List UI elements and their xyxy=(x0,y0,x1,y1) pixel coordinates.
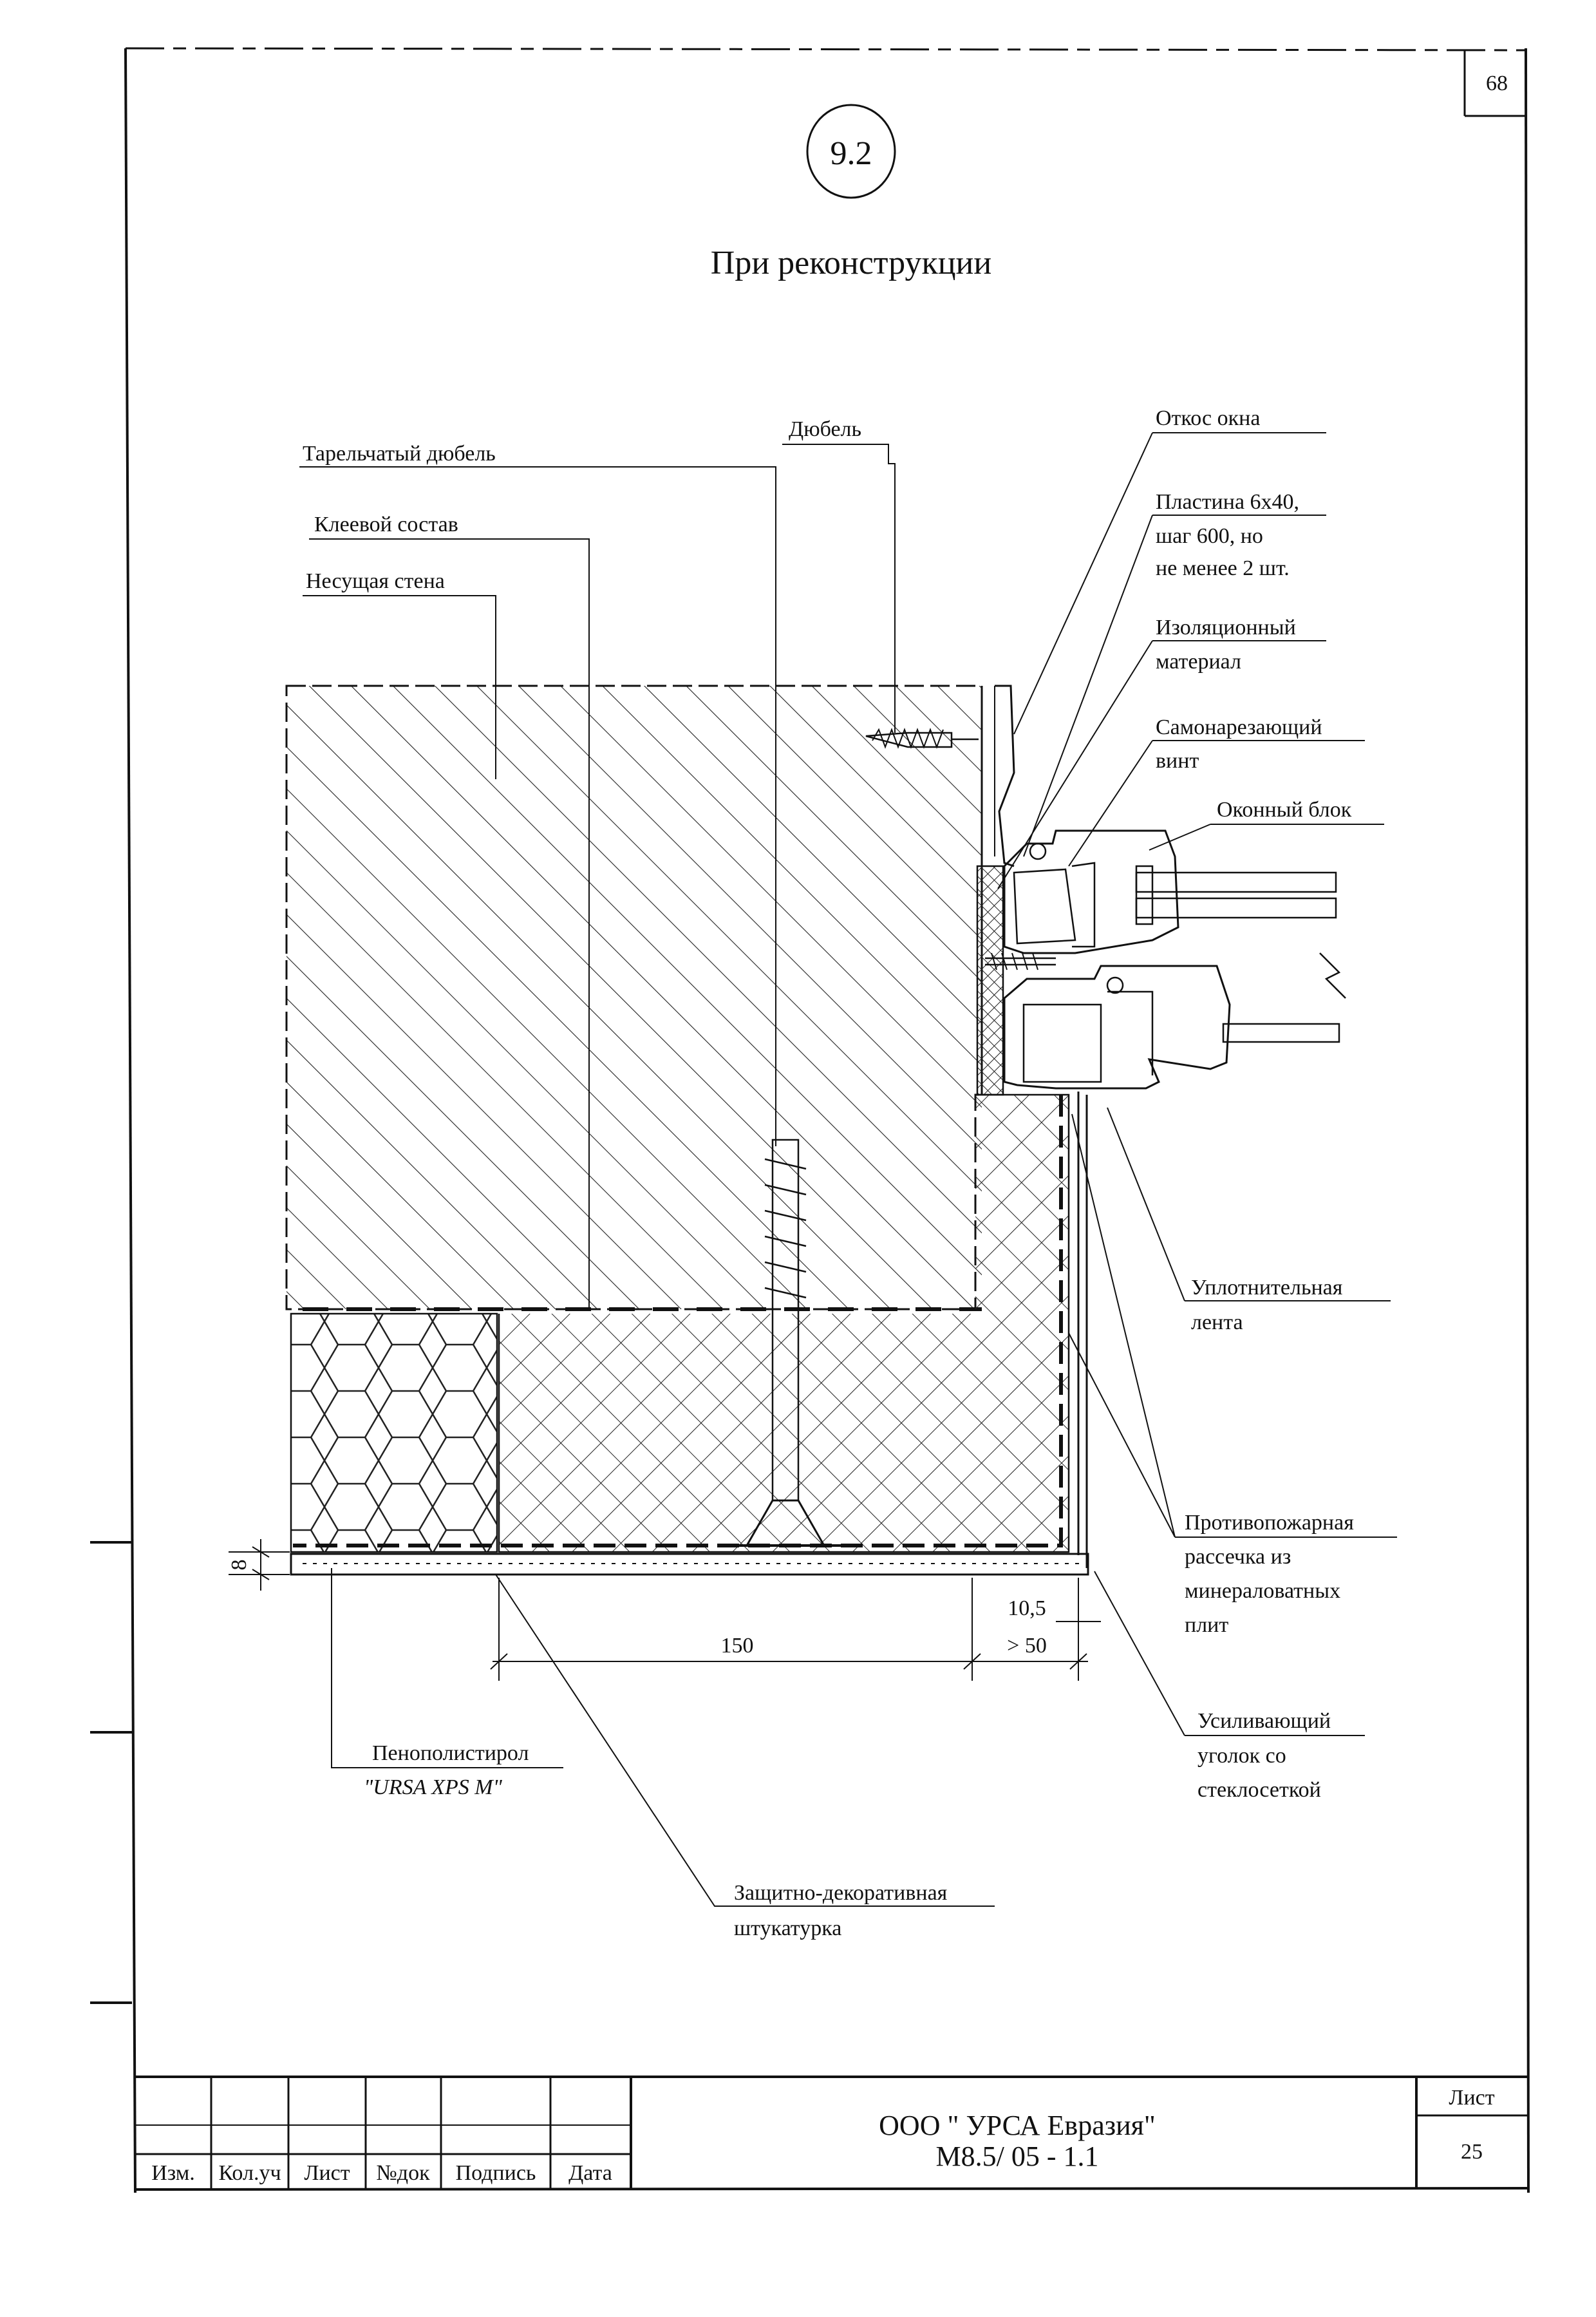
label-plaster-line-1: Защитно-декоративная xyxy=(734,1881,948,1905)
labels: Тарельчатый дюбель Дюбель Клеевой состав… xyxy=(303,406,1359,1940)
label-fire-break-line-4: плит xyxy=(1185,1613,1228,1637)
self-tapping-screws xyxy=(985,952,1056,970)
label-screw: Самонарезающий винт xyxy=(1156,715,1328,773)
window-dowel xyxy=(865,728,979,749)
tb-col-list: Лист xyxy=(304,2161,350,2185)
window-reveal xyxy=(995,685,1015,867)
label-fire-break-line-1: Противопожарная xyxy=(1185,1511,1354,1535)
bearing-wall xyxy=(285,685,995,1310)
tb-col-ndok: №док xyxy=(376,2161,430,2185)
label-corner: Усиливающий уголок со стеклосеткой xyxy=(1197,1709,1337,1802)
label-adhesive: Клеевой состав xyxy=(314,513,458,536)
sealing-tape xyxy=(976,865,1004,1096)
sheet-number: 68 xyxy=(1486,71,1508,95)
label-eps: Пенополистирол "URSA XPS M" xyxy=(364,1741,534,1799)
label-window-block: Оконный блок xyxy=(1217,798,1352,822)
tb-col-koluch: Кол.уч xyxy=(218,2161,281,2185)
label-eps-line-1: Пенополистирол xyxy=(372,1741,529,1765)
label-insulation-line-1: Изоляционный xyxy=(1156,616,1296,639)
tb-doc-code: М8.5/ 05 - 1.1 xyxy=(936,2141,1099,2172)
label-sealing-tape: Уплотнительная лента xyxy=(1191,1276,1348,1334)
tb-sheet-label: Лист xyxy=(1449,2086,1494,2110)
tb-company: ООО " УРСА Евразия" xyxy=(879,2110,1156,2141)
label-dowel: Дюбель xyxy=(789,417,861,441)
label-insulation: Изоляционный материал xyxy=(1156,616,1301,674)
label-plate-line-1: Пластина 6x40, xyxy=(1156,490,1299,514)
label-fire-break-line-3: минераловатных xyxy=(1185,1579,1340,1603)
label-corner-line-1: Усиливающий xyxy=(1197,1709,1331,1733)
detail-marker: 9.2 xyxy=(806,104,896,199)
drawing-title: При реконструкции xyxy=(711,245,991,281)
dim-layer: 8 xyxy=(227,1560,251,1571)
eps-insulation xyxy=(290,1312,498,1553)
label-fire-break: Противопожарная рассечка из минераловатн… xyxy=(1185,1511,1359,1637)
label-plaster: Защитно-декоративная штукатурка xyxy=(734,1881,953,1940)
mineral-wool-fire-break xyxy=(498,1093,1070,1553)
dim-min: > 50 xyxy=(1007,1634,1047,1658)
label-plaster-line-2: штукатурка xyxy=(734,1916,841,1940)
tb-col-data: Дата xyxy=(568,2161,612,2185)
plaster-layer xyxy=(290,1553,1089,1576)
window-block xyxy=(1003,829,1346,1090)
label-sealing-tape-line-1: Уплотнительная xyxy=(1191,1276,1343,1300)
tb-col-izm: Изм. xyxy=(151,2161,195,2185)
label-plate: Пластина 6x40, шаг 600, но не менее 2 шт… xyxy=(1156,490,1305,580)
tb-col-podpis: Подпись xyxy=(456,2161,536,2185)
label-screw-line-1: Самонарезающий xyxy=(1156,715,1322,739)
tb-sheet-value: 25 xyxy=(1461,2140,1483,2164)
leader-lines xyxy=(299,432,1397,1907)
detail-id: 9.2 xyxy=(831,135,872,172)
label-eps-line-2: "URSA XPS M" xyxy=(364,1775,503,1799)
label-plate-line-2: шаг 600, но xyxy=(1156,524,1263,548)
label-bearing-wall: Несущая стена xyxy=(306,569,445,593)
label-screw-line-2: винт xyxy=(1156,749,1199,773)
label-corner-line-3: стеклосеткой xyxy=(1197,1778,1321,1802)
label-window-reveal: Откос окна xyxy=(1156,406,1260,430)
label-insulation-line-2: материал xyxy=(1156,650,1241,674)
dim-gap: 10,5 xyxy=(1008,1596,1046,1620)
sheet-frame xyxy=(90,47,1530,2193)
label-plate-dowel: Тарельчатый дюбель xyxy=(303,442,496,466)
dim-width: 150 xyxy=(721,1634,754,1658)
plate-dowel xyxy=(728,496,843,1547)
label-corner-line-2: уголок со xyxy=(1197,1744,1286,1768)
title-block: Изм. Кол.уч Лист №док Подпись Дата ООО "… xyxy=(135,2076,1528,2189)
label-sealing-tape-line-2: лента xyxy=(1191,1310,1243,1334)
sheet-number-box: 68 xyxy=(1463,50,1527,117)
dimension-lines xyxy=(229,1539,1101,1681)
label-fire-break-line-2: рассечка из xyxy=(1185,1545,1291,1569)
label-plate-line-3: не менее 2 шт. xyxy=(1156,556,1290,580)
